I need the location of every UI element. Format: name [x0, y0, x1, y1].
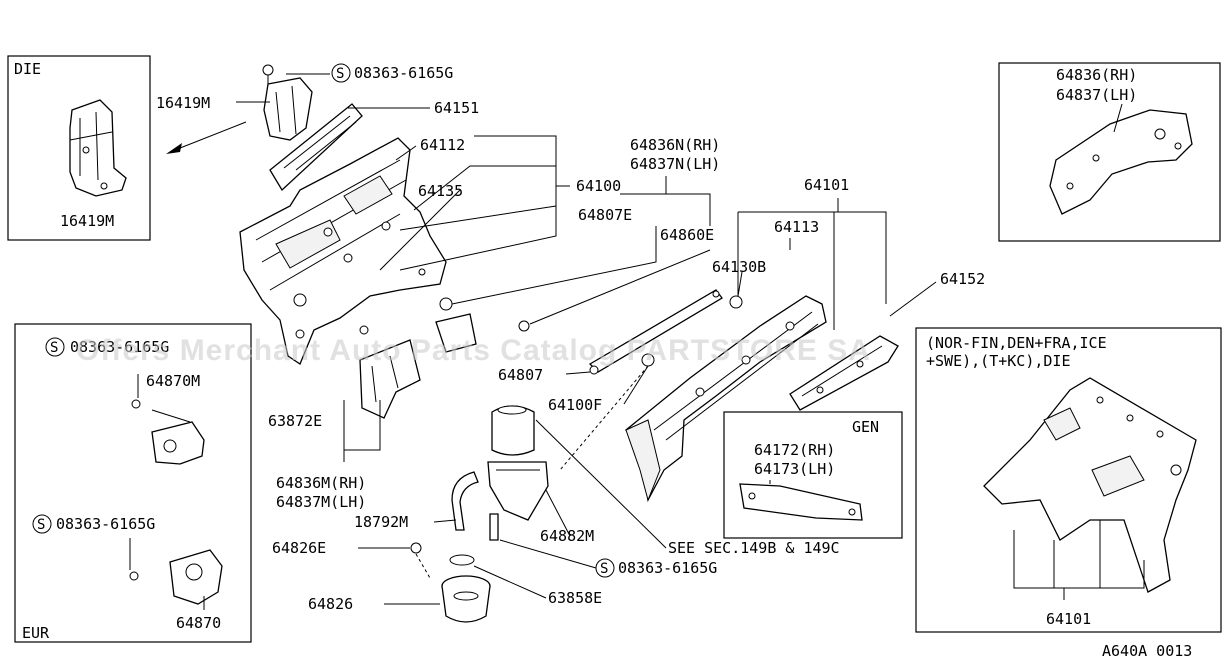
leader-lines — [129, 73, 1145, 610]
label-64837n: 64837N(LH) — [630, 155, 720, 173]
label-note-line2: +SWE),(T+KC),DIE — [926, 352, 1071, 370]
nor-fin-inset-box — [915, 327, 1222, 633]
label-64112: 64112 — [420, 136, 465, 154]
label-64173: 64173(LH) — [754, 460, 835, 478]
label-63872e: 63872E — [268, 412, 322, 430]
label-64860e: 64860E — [660, 226, 714, 244]
label-bolt-top: 08363-6165G — [354, 64, 453, 82]
label-64836-rh: 64836(RH) — [1056, 66, 1137, 84]
rh-lh-inset-box — [998, 62, 1221, 242]
brace-64151-part — [269, 103, 363, 192]
bracket-16419m-part — [262, 64, 313, 141]
panel-63872e — [359, 339, 421, 419]
nut-64130b-icon — [729, 295, 743, 309]
svg-text:S: S — [600, 561, 608, 577]
apron-panel-64101-inset — [983, 377, 1197, 593]
eur-inset-box — [14, 323, 252, 643]
label-eur-bolt2: 08363-6165G — [56, 515, 155, 533]
die-arrow-line — [169, 121, 247, 153]
cup-64826-part — [441, 575, 491, 623]
label-64100f: 64100F — [548, 396, 602, 414]
svg-text:S: S — [336, 66, 344, 82]
label-64130b: 64130B — [712, 258, 766, 276]
label-diagram-code: A640A 0013 — [1102, 642, 1192, 660]
label-64836m: 64836M(RH) — [276, 474, 366, 492]
mount-64870m-part — [131, 399, 205, 465]
brace-64172-64173 — [739, 483, 863, 521]
label-64870m: 64870M — [146, 372, 200, 390]
label-16419m-inset: 16419M — [60, 212, 114, 230]
label-gen: GEN — [852, 418, 879, 436]
label-bolt-mid: 08363-6165G — [618, 559, 717, 577]
gen-inset-box — [723, 411, 903, 539]
label-64172: 64172(RH) — [754, 441, 835, 459]
label-63858e: 63858E — [548, 589, 602, 607]
inset-panel-64836-64837 — [1049, 109, 1193, 215]
label-64837-lh: 64837(LH) — [1056, 86, 1137, 104]
label-64882m: 64882M — [540, 527, 594, 545]
label-64807e: 64807E — [578, 206, 632, 224]
bracket-small-part — [435, 313, 477, 353]
label-eur: EUR — [22, 624, 50, 642]
clip-64807e-icon — [439, 297, 453, 311]
label-64837m: 64837M(LH) — [276, 493, 366, 511]
label-64826: 64826 — [308, 595, 353, 613]
die-arrow-head — [166, 143, 182, 154]
label-64826e: 64826E — [272, 539, 326, 557]
die-inset-box — [7, 55, 151, 241]
label-eur-bolt1: 08363-6165G — [70, 338, 169, 356]
clip-64826e-icon — [410, 542, 422, 554]
label-64870: 64870 — [176, 614, 221, 632]
mount-64870-part — [129, 549, 223, 605]
label-64113: 64113 — [774, 218, 819, 236]
rod-64807-part — [588, 289, 723, 375]
circled-s-icon-eur2: S — [32, 514, 52, 534]
rail-64152 — [789, 335, 899, 411]
label-64807: 64807 — [498, 366, 543, 384]
label-64101-inset: 64101 — [1046, 610, 1091, 628]
bolt-part — [489, 513, 499, 541]
watermark-text: Offers Merchant Auto Parts Catalog PARTS… — [76, 334, 871, 367]
side-member-64113 — [624, 295, 827, 503]
label-die: DIE — [14, 60, 41, 78]
circled-s-icon-eur1: S — [45, 337, 65, 357]
label-64100: 64100 — [576, 177, 621, 195]
svg-text:S: S — [50, 340, 58, 356]
label-note-line1: (NOR-FIN,DEN+FRA,ICE — [926, 334, 1107, 352]
label-see-sec: SEE SEC.149B & 149C — [668, 539, 840, 557]
label-64135: 64135 — [418, 182, 463, 200]
hose-18792m — [451, 471, 479, 531]
label-16419m-top: 16419M — [156, 94, 210, 112]
circled-s-icon-top: S — [331, 63, 351, 83]
clip-64860e-icon — [518, 320, 530, 332]
grommet-icon — [359, 325, 369, 335]
label-18792m: 18792M — [354, 513, 408, 531]
label-64151: 64151 — [434, 99, 479, 117]
circled-s-icon-mid: S — [595, 558, 615, 578]
die-bracket-part — [69, 99, 127, 197]
apron-panel-64112 — [239, 137, 447, 365]
label-64101-top: 64101 — [804, 176, 849, 194]
label-64836n: 64836N(RH) — [630, 136, 720, 154]
label-64152: 64152 — [940, 270, 985, 288]
svg-text:S: S — [37, 517, 45, 533]
reservoir-part — [487, 405, 549, 521]
ring-63858e-icon — [449, 554, 475, 566]
